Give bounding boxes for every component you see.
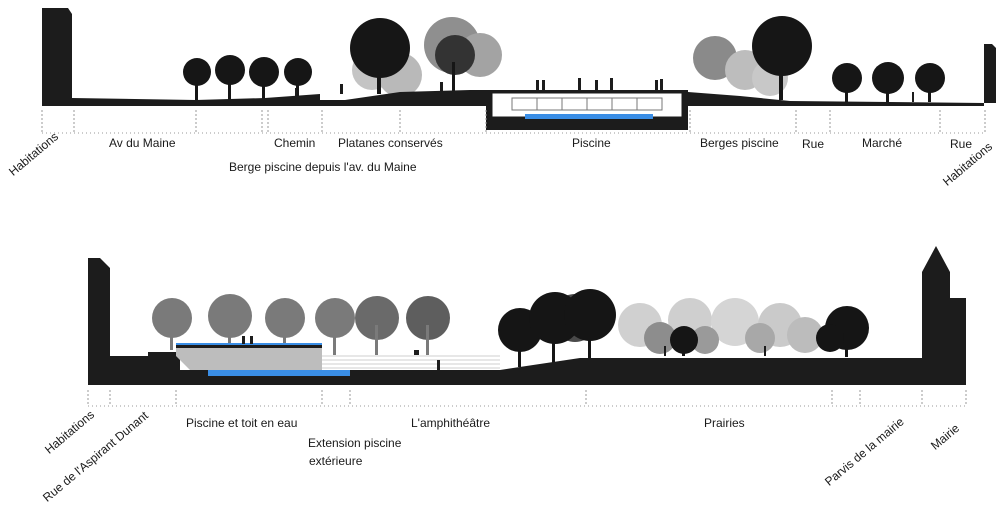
label-prairies: Prairies: [704, 416, 745, 430]
scale-line-bottom: [87, 390, 967, 407]
building-right-top: [984, 44, 996, 103]
ground-bottom: [88, 358, 922, 385]
label-av-du-maine: Av du Maine: [109, 136, 176, 150]
label-extension-exterieure: extérieure: [309, 454, 363, 468]
label-piscine: Piscine: [572, 136, 611, 150]
label-amphitheatre: L'amphithéâtre: [411, 416, 491, 430]
label-berges-piscine: Berges piscine: [700, 136, 779, 150]
dark-trees-top: [183, 16, 945, 102]
background-trees-bottom: [551, 294, 823, 354]
label-rue-2: Rue: [950, 137, 973, 151]
background-trees-top: [352, 17, 788, 97]
label-chemin: Chemin: [274, 136, 316, 150]
label-piscine-toit: Piscine et toit en eau: [186, 416, 298, 430]
building-left-bottom: [88, 258, 110, 385]
mairie-building: [922, 246, 966, 385]
label-rue-1: Rue: [802, 137, 825, 151]
scale-line-top: [41, 110, 986, 134]
label-extension-piscine: Extension piscine: [308, 436, 402, 450]
dark-trees-bottom: [498, 289, 869, 367]
label-berge-piscine-maine: Berge piscine depuis l'av. du Maine: [229, 160, 417, 174]
amphitheatre-steps: [322, 355, 500, 369]
building-left-top: [42, 8, 72, 103]
gray-trees-bottom: [152, 294, 450, 355]
pool-top: [486, 90, 688, 130]
label-marche: Marché: [862, 136, 903, 150]
bottom-section: [87, 246, 967, 407]
people-bottom: [242, 336, 766, 370]
label-platanes-conserves: Platanes conservés: [338, 136, 443, 150]
top-section: [41, 8, 996, 134]
people-top: [295, 78, 914, 102]
